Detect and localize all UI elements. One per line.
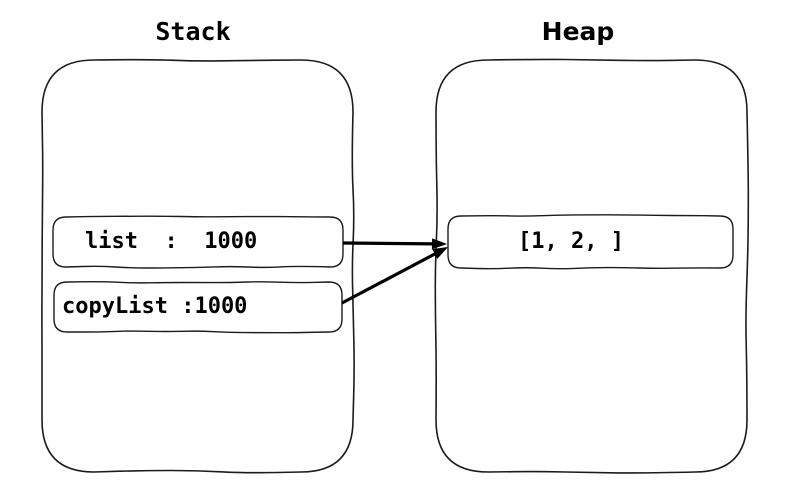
stack-container-outline	[41, 58, 355, 474]
pointer-arrow-copylist	[341, 247, 448, 305]
stack-title: Stack	[155, 17, 231, 46]
heap-title: Heap	[541, 17, 615, 46]
stack-variable-list: list : 1000	[85, 229, 258, 254]
variable-box-list	[52, 215, 344, 269]
heap-object-value: [1, 2, ]	[518, 229, 624, 254]
pointer-arrow-list	[342, 238, 447, 250]
heap-object-box	[447, 214, 734, 270]
stack-variable-copylist: copyList :1000	[62, 294, 248, 319]
variable-box-copylist	[53, 281, 343, 334]
